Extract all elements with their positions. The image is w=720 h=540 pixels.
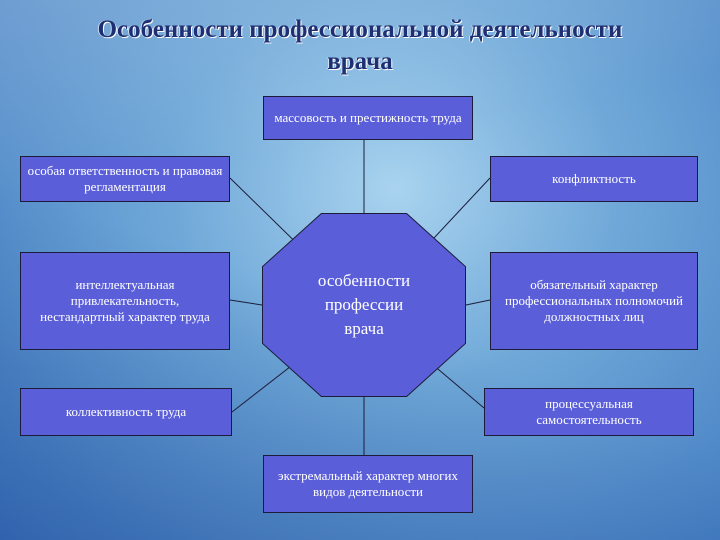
box-procedural-independence: процессуальная самостоятельность — [484, 388, 694, 436]
connector-right2 — [465, 299, 491, 306]
center-label: особенности профессии врача — [317, 271, 411, 338]
box-responsibility: особая ответственность и правовая реглам… — [20, 156, 230, 202]
box-intellectual: интеллектуальная привлекательность, нест… — [20, 252, 230, 350]
center-octagon: особенности профессии врача — [262, 213, 466, 397]
box-collectivity: коллективность труда — [20, 388, 232, 436]
box-conflict: конфликтность — [490, 156, 698, 202]
box-mass-prestige: массовость и престижность труда — [263, 96, 473, 140]
box-mandatory-powers: обязательный характер профессиональных п… — [490, 252, 698, 350]
box-extreme-character: экстремальный характер многих видов деят… — [263, 455, 473, 513]
slide-title: Особенности профессиональной деятельност… — [0, 14, 720, 78]
title-line-1: Особенности профессиональной деятельност… — [97, 16, 623, 43]
title-line-2: врача — [327, 48, 393, 75]
connector-left2 — [229, 299, 263, 306]
